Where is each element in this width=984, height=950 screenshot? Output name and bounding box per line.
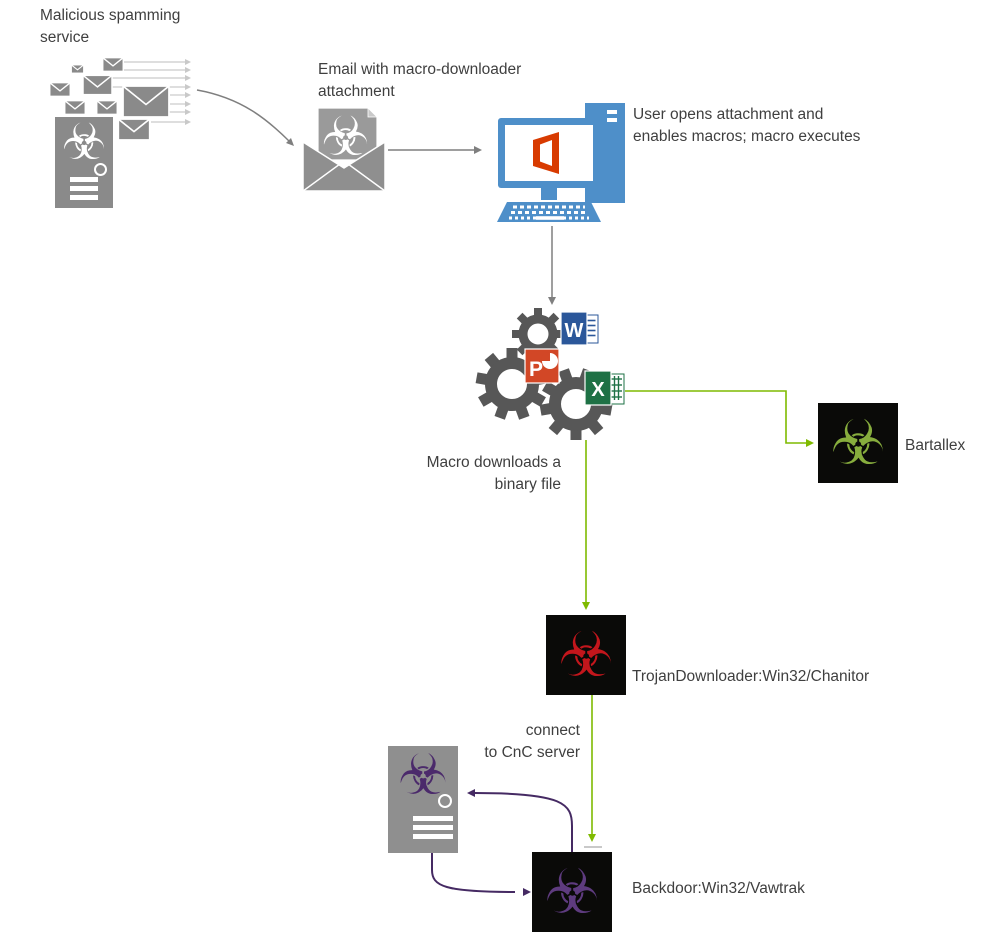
label-macro-downloads: Macro downloads a binary file bbox=[426, 454, 561, 493]
tick-mark bbox=[584, 846, 602, 848]
macro-gears-icon: W P X bbox=[475, 308, 625, 440]
biohazard-icon: ☣ bbox=[830, 406, 886, 479]
svg-text:W: W bbox=[565, 320, 584, 342]
label-email-attachment: Email with macro-downloader attachment bbox=[318, 61, 522, 100]
arrow-vawtrak-to-cnc bbox=[474, 792, 573, 852]
envelope-icon bbox=[82, 74, 113, 96]
label-chanitor: TrojanDownloader:Win32/Chanitor bbox=[632, 668, 870, 685]
arrow-email-to-computer bbox=[388, 146, 482, 154]
biohazard-icon: ☣ bbox=[61, 113, 107, 171]
envelope-icon bbox=[49, 82, 71, 97]
malware-document-icon: ☣ bbox=[55, 113, 113, 208]
biohazard-icon: ☣ bbox=[321, 105, 370, 168]
svg-text:P: P bbox=[529, 358, 543, 381]
label-bartallex: Bartallex bbox=[905, 437, 966, 454]
label-connect-cnc: connect to CnC server bbox=[484, 722, 580, 761]
arrow-gears-to-chanitor bbox=[582, 440, 590, 610]
envelope-icon bbox=[102, 57, 124, 72]
svg-text:X: X bbox=[591, 379, 605, 401]
computer-icon bbox=[497, 103, 625, 222]
label-vawtrak: Backdoor:Win32/Vawtrak bbox=[632, 880, 805, 897]
biohazard-icon: ☣ bbox=[544, 855, 600, 928]
cnc-communication-arrows bbox=[431, 789, 573, 896]
excel-icon: X bbox=[584, 370, 625, 406]
bartallex-node: ☣ bbox=[818, 403, 898, 483]
vawtrak-node: ☣ bbox=[532, 852, 612, 932]
arrow-computer-to-gears bbox=[548, 226, 556, 305]
cnc-document-icon: ☣ bbox=[388, 743, 458, 853]
ring-icon bbox=[94, 163, 107, 176]
email-attachment-icon: ☣ bbox=[303, 105, 388, 193]
envelope-body bbox=[303, 140, 386, 192]
connector-gears-to-bartallex bbox=[625, 390, 814, 447]
envelope-icon bbox=[71, 64, 84, 74]
arrow-chanitor-to-vawtrak bbox=[588, 695, 596, 842]
envelope-icon bbox=[96, 100, 118, 115]
arrow-cnc-to-vawtrak bbox=[431, 853, 516, 893]
chanitor-node: ☣ bbox=[546, 615, 626, 695]
powerpoint-icon: P bbox=[524, 348, 560, 384]
connector-spam-to-email bbox=[196, 89, 294, 146]
envelope-icon bbox=[117, 118, 151, 141]
ring-icon bbox=[438, 794, 452, 808]
biohazard-icon: ☣ bbox=[558, 618, 614, 691]
label-spam-service: Malicious spamming service bbox=[40, 7, 181, 46]
word-icon: W bbox=[560, 311, 599, 346]
envelope-icon bbox=[122, 85, 170, 118]
label-user-opens: User opens attachment and enables macros… bbox=[633, 106, 861, 145]
envelope-icon bbox=[64, 100, 86, 115]
